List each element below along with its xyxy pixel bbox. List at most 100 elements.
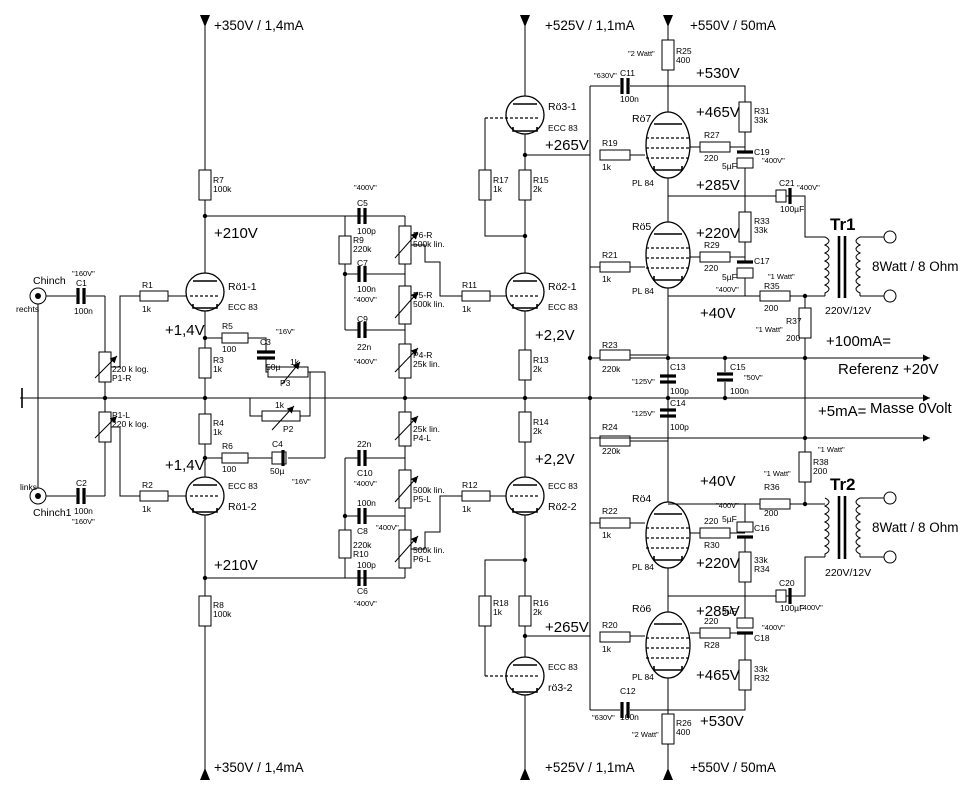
c16-rating: "400V" (716, 501, 739, 510)
r24-label: R24 (602, 422, 618, 432)
p5l-label: P5-L (413, 494, 431, 504)
rechts-label: rechts (16, 304, 39, 314)
links-label: links (20, 482, 37, 492)
r14-label: R14 (533, 417, 549, 427)
rail-top-mid: +525V / 1,1mA (545, 18, 635, 33)
c1-label: C1 (76, 278, 87, 288)
r33-value: 33k (754, 225, 768, 235)
transformer-tr2 (823, 491, 897, 564)
r7-value: 100k (213, 184, 232, 194)
c8-value: 100n (357, 498, 376, 508)
c17-label: C17 (754, 256, 770, 266)
r23-label: R23 (602, 340, 618, 350)
c13-label: C13 (670, 362, 686, 372)
r17-value: 1k (493, 184, 503, 194)
r32-label: R32 (754, 673, 770, 683)
p5r-value: 500k lin. (413, 299, 445, 309)
r20-value: 1k (602, 644, 612, 654)
output-stage (587, 39, 930, 745)
r25-value: 400 (676, 55, 690, 65)
r35-label: R35 (764, 281, 780, 291)
rail-bot-mid: +525V / 1,1mA (545, 760, 635, 775)
c11-label: C11 (620, 68, 635, 78)
ro7-type: PL 84 (632, 178, 654, 188)
stage1 (139, 169, 326, 627)
ro3-2-label: rö3-2 (548, 682, 573, 694)
ro4-type: PL 84 (632, 562, 654, 572)
p4l-value: 25k lin. (413, 424, 440, 434)
r11-label: R11 (462, 280, 477, 290)
c10-label: C10 (357, 468, 373, 478)
c18-label: C18 (754, 633, 770, 643)
r23-value: 220k (602, 364, 621, 374)
rail-labels: +350V / 1,4mA +525V / 1,1mA +550V / 50mA… (214, 18, 953, 775)
c3-label: C3 (260, 337, 271, 347)
c16-value: 5µF (722, 514, 737, 524)
r25-label: R25 (676, 46, 692, 56)
v14-bot: +1,4V (165, 457, 205, 474)
c20-label: C20 (779, 578, 795, 588)
c2-value: 100n (74, 506, 93, 516)
r36-value: 200 (764, 508, 778, 518)
r14-value: 2k (533, 426, 543, 436)
r16-label: R16 (533, 598, 549, 608)
transformer-tr1 (823, 230, 897, 303)
stage2-3 (461, 95, 590, 696)
r37-label: R37 (786, 316, 802, 326)
r17-label: R17 (493, 175, 509, 185)
p1l-value: 220 k log. (112, 419, 149, 429)
tr1-rating: 220V/12V (825, 305, 871, 317)
r22-value: 1k (602, 530, 612, 540)
v22-top: +2,2V (535, 327, 575, 344)
p1l-label: P1-L (112, 410, 130, 420)
tr2-rating: 220V/12V (825, 567, 871, 579)
c8-label: C8 (357, 526, 368, 536)
ro7-label: Rö7 (632, 113, 651, 125)
input-section (29, 287, 140, 505)
c5-rating: "400V" (354, 183, 377, 192)
c19-rating: "400V" (762, 156, 785, 165)
speaker2-label: 8Watt / 8 Ohm (872, 520, 959, 535)
c15-rating: "50V" (744, 373, 763, 382)
c12-label: C12 (620, 686, 636, 696)
ro4-label: Rö4 (632, 493, 651, 505)
tone-stack (205, 208, 462, 586)
r5-value: 100 (222, 344, 236, 354)
r19-value: 1k (602, 162, 612, 172)
r22-label: R22 (602, 506, 618, 516)
p3-value: 1k (290, 357, 300, 367)
ro3-1-label: Rö3-1 (548, 101, 577, 113)
c15-value: 100n (730, 386, 749, 396)
p4r-value: 25k lin. (413, 359, 440, 369)
r31-value: 33k (754, 115, 768, 125)
r3-value: 1k (213, 364, 223, 374)
r27-value: 220 (704, 153, 718, 163)
c19-label: C19 (754, 147, 770, 157)
r13-label: R13 (533, 355, 549, 365)
r28-value: 220 (704, 616, 718, 626)
c21-label: C21 (779, 178, 795, 188)
r3-label: R3 (213, 355, 224, 365)
v210-top: +210V (214, 225, 258, 242)
p5r-label: P5-R (413, 290, 432, 300)
rail-top-left: +350V / 1,4mA (214, 18, 304, 33)
ground-bus (20, 388, 930, 408)
p2-value: 1k (275, 400, 285, 410)
rail-bot-left: +350V / 1,4mA (214, 760, 304, 775)
c16-label: C16 (754, 523, 770, 533)
rail-top-right: +550V / 50mA (690, 18, 776, 33)
ro1-2-label: Rö1-2 (228, 501, 257, 513)
c5-label: C5 (357, 198, 368, 208)
v220-top: +220V (696, 225, 740, 242)
p2-label: P2 (283, 424, 294, 434)
c21-value: 100µF (780, 204, 804, 214)
c3-value: 50µ (266, 362, 280, 372)
v40-top: +40V (700, 305, 735, 322)
c17-rating: "400V" (716, 285, 739, 294)
r7-label: R7 (213, 175, 224, 185)
r35-rating: "1 Watt" (768, 272, 795, 281)
c9-value: 22n (357, 342, 371, 352)
p4l-label: P4-L (413, 433, 431, 443)
c2-rating: "160V" (72, 517, 95, 526)
r20-label: R20 (602, 620, 618, 630)
